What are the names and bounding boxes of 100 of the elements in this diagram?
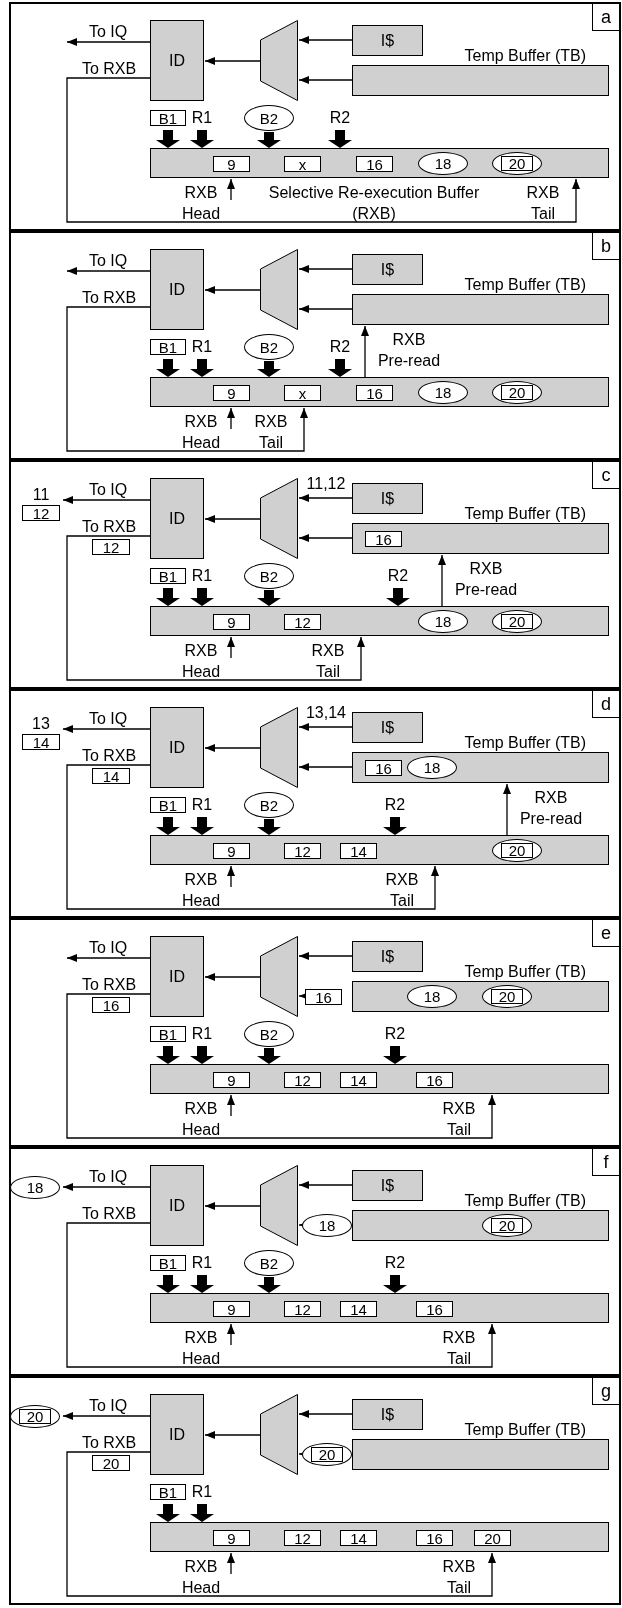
- arrow: [66, 954, 151, 962]
- decoder-block: ID: [150, 1394, 204, 1475]
- thick-arrow: [156, 1046, 180, 1064]
- instruction-tag: 16: [365, 760, 402, 776]
- multiplexer-shape: [260, 1165, 298, 1246]
- feedback-arrow: [66, 1451, 496, 1597]
- instruction-tag: 14: [22, 734, 60, 750]
- arrow: [298, 494, 353, 502]
- multiplexer-shape: [260, 936, 298, 1017]
- boxed-marker-label: B1: [150, 1026, 186, 1042]
- panel-frame: [9, 2, 621, 231]
- boxed-marker-label: B1: [150, 1484, 186, 1500]
- instruction-tag: 14: [340, 1301, 377, 1317]
- instruction-tag: 12: [284, 614, 321, 630]
- instruction-oval: 18: [418, 152, 468, 175]
- arrow: [66, 267, 151, 275]
- boxed-marker-label: B1: [150, 797, 186, 813]
- instruction-tag: 16: [356, 156, 393, 172]
- oval-marker-label: B2: [244, 1250, 294, 1276]
- arrow: [298, 534, 353, 542]
- instruction-tag: 9: [213, 1072, 250, 1088]
- oval-marker-label: B2: [244, 334, 294, 360]
- instruction-tag: 9: [213, 385, 250, 401]
- panel-frame: [9, 1376, 621, 1605]
- arrow: [204, 515, 261, 523]
- instruction-tag: 14: [92, 768, 130, 784]
- decoder-block: ID: [150, 478, 204, 559]
- arrow: [227, 1323, 235, 1346]
- arrow: [62, 725, 151, 733]
- instruction-oval: 18: [418, 381, 468, 404]
- arrow: [62, 1183, 151, 1191]
- instruction-tag: 16: [416, 1530, 453, 1546]
- decoder-block: ID: [150, 20, 204, 101]
- pointer-label: RXB Tail: [253, 412, 289, 453]
- cache-block: I$: [352, 712, 423, 743]
- thick-arrow: [156, 817, 180, 835]
- oval-marker-label: B2: [244, 105, 294, 131]
- arrow: [227, 178, 235, 201]
- feedback-arrow: [66, 306, 308, 452]
- boxed-marker-label: B1: [150, 568, 186, 584]
- pointer-label: RXB Head: [178, 640, 224, 682]
- instruction-oval: 18: [407, 985, 457, 1008]
- arrow: [503, 783, 511, 836]
- thick-arrow: [156, 1504, 180, 1522]
- arrow: [298, 76, 353, 84]
- pointer-label: RXB Tail: [384, 870, 420, 911]
- thick-arrow: [190, 1275, 214, 1293]
- cache-block: I$: [352, 941, 423, 972]
- cache-block: I$: [352, 254, 423, 285]
- instruction-tag: 9: [213, 1530, 250, 1546]
- instruction-tag: 12: [284, 1530, 321, 1546]
- oval-marker-label: B2: [244, 563, 294, 589]
- thick-arrow: [190, 817, 214, 835]
- thick-arrow: [257, 132, 281, 148]
- arrow: [204, 286, 261, 294]
- pointer-label: RXB Head: [178, 182, 224, 224]
- marker-label: R2: [383, 795, 407, 815]
- thick-arrow: [156, 588, 180, 606]
- arrow: [298, 1410, 353, 1418]
- instruction-tag: 16: [305, 989, 342, 1005]
- thick-arrow: [190, 588, 214, 606]
- arrow: [204, 973, 261, 981]
- thick-arrow: [156, 130, 180, 148]
- instruction-tag: 14: [340, 1072, 377, 1088]
- instruction-oval: 18: [407, 756, 457, 779]
- marker-label: R1: [191, 1482, 213, 1502]
- marker-label: R2: [328, 108, 352, 128]
- thick-arrow: [383, 1046, 407, 1064]
- buffer-title: Temp Buffer (TB): [464, 1420, 586, 1440]
- arrow: [227, 636, 235, 659]
- instruction-label: 13: [22, 715, 60, 733]
- instruction-tag: 20: [474, 1530, 511, 1546]
- multiplexer-shape: [260, 249, 298, 330]
- buffer-title: Temp Buffer (TB): [464, 1191, 586, 1211]
- arrow: [66, 38, 151, 46]
- instruction-oval: 18: [418, 610, 468, 633]
- panel-frame: [9, 918, 621, 1147]
- cache-block: I$: [352, 1170, 423, 1201]
- boxed-marker-label: B1: [150, 1255, 186, 1271]
- buffer-title: Temp Buffer (TB): [464, 275, 586, 295]
- boxed-marker-label: B1: [150, 339, 186, 355]
- cache-block: I$: [352, 483, 423, 514]
- arrow: [227, 407, 235, 430]
- instruction-tag: 9: [213, 843, 250, 859]
- instruction-tag: 12: [22, 505, 60, 521]
- decoder-block: ID: [150, 936, 204, 1017]
- marker-label: R1: [191, 566, 213, 586]
- buffer-title: Temp Buffer (TB): [464, 962, 586, 982]
- marker-label: R2: [328, 337, 352, 357]
- thick-arrow: [257, 590, 281, 606]
- marker-label: R1: [191, 1253, 213, 1273]
- pointer-label: RXB Head: [178, 1556, 224, 1598]
- thick-arrow: [383, 817, 407, 835]
- thick-arrow: [383, 1275, 407, 1293]
- panel-frame: [9, 689, 621, 918]
- feedback-arrow: [66, 535, 365, 681]
- pointer-label: RXB Head: [178, 869, 224, 911]
- boxed-marker-label: B1: [150, 110, 186, 126]
- buffer-title: Temp Buffer (TB): [464, 46, 586, 66]
- marker-label: R1: [191, 1024, 213, 1044]
